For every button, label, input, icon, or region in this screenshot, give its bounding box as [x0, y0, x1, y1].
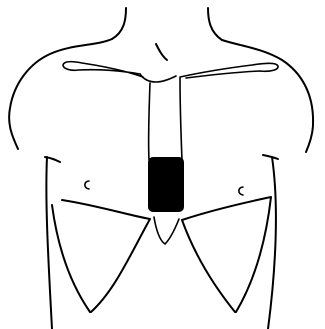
neck	[112, 8, 222, 60]
right-clavicle	[180, 63, 278, 78]
lower-sternum-highlight	[148, 157, 184, 212]
right-shoulder-outline	[222, 40, 313, 152]
neck-left-line	[112, 8, 126, 39]
manubrium	[140, 74, 176, 82]
xiphoid-process	[154, 217, 179, 244]
sternum-right-edge	[180, 78, 182, 160]
adams-apple	[156, 44, 167, 60]
left-lower-torso-outline	[52, 205, 90, 312]
clavicles	[63, 62, 278, 78]
right-arm-inner-line	[268, 157, 276, 329]
sternum-left-edge	[149, 83, 150, 160]
left-shoulder-outline	[9, 39, 112, 149]
right-pectoral-line	[263, 155, 278, 159]
right-nipple	[239, 187, 243, 195]
rib-cage	[52, 197, 271, 312]
neck-right-line	[208, 8, 222, 40]
left-rib-line	[62, 200, 150, 312]
right-lower-torso-outline	[182, 220, 235, 312]
left-arm-inner-line	[46, 157, 52, 329]
left-clavicle	[63, 62, 143, 77]
right-rib-line	[182, 197, 271, 312]
left-nipple	[85, 181, 89, 189]
